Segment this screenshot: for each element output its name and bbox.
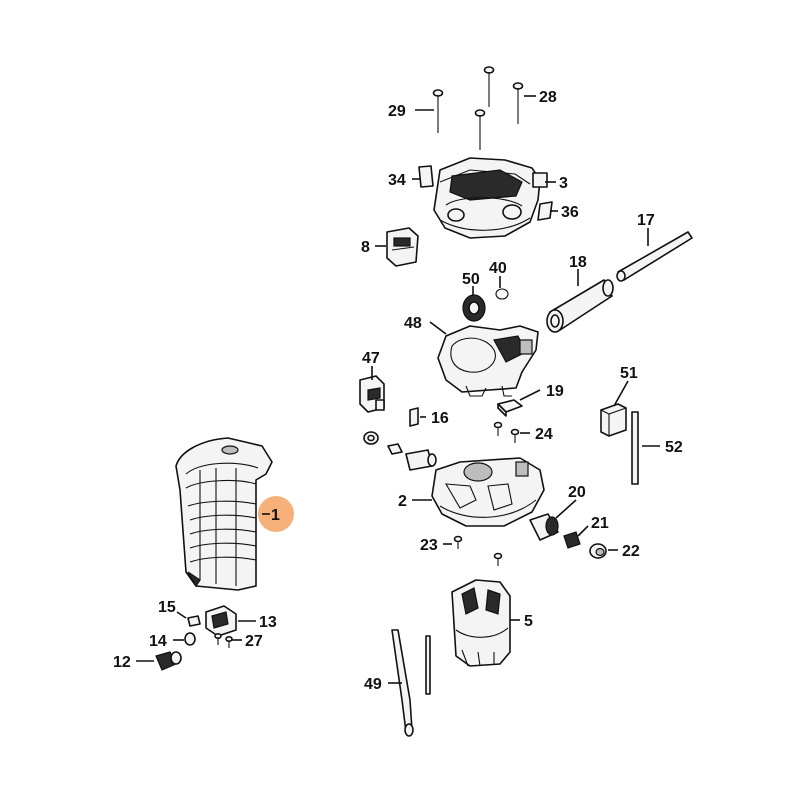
- callout-label: 3: [559, 175, 568, 192]
- callout-label: 15: [158, 599, 176, 616]
- callout-label: 29: [388, 103, 406, 120]
- callout-2[interactable]: 2: [398, 493, 407, 510]
- carbon-block-part-51: [600, 403, 627, 437]
- callout-label: 23: [420, 537, 438, 554]
- rod-part-52: [631, 411, 639, 485]
- callout-label: 8: [361, 239, 370, 256]
- top-cap-part-3: [433, 157, 548, 239]
- bracket-part-19: [497, 399, 523, 417]
- screw-part-23: [453, 535, 503, 566]
- callout-label: 24: [535, 426, 553, 443]
- callout-48[interactable]: 48: [404, 315, 422, 332]
- callout-15[interactable]: 15: [158, 599, 176, 616]
- callout-21[interactable]: 21: [591, 515, 609, 532]
- callout-12[interactable]: 12: [113, 654, 131, 671]
- callout-label: 50: [462, 271, 480, 288]
- leader-lines: [136, 95, 660, 684]
- callout-label: 20: [568, 484, 586, 501]
- callout-label: 21: [591, 515, 609, 532]
- callout-19[interactable]: 19: [546, 383, 564, 400]
- callout-52[interactable]: 52: [665, 439, 683, 456]
- callout-1[interactable]: 1: [271, 507, 280, 524]
- callout-label: 36: [561, 204, 579, 221]
- callout-34[interactable]: 34: [388, 172, 406, 189]
- callout-label: 52: [665, 439, 683, 456]
- switch-cover-part-8: [386, 227, 419, 267]
- callout-label: 13: [259, 614, 277, 631]
- callout-22[interactable]: 22: [622, 543, 640, 560]
- callout-16[interactable]: 16: [431, 410, 449, 427]
- highlight-marker: [258, 496, 294, 532]
- callout-5[interactable]: 5: [524, 613, 533, 630]
- callout-17[interactable]: 17: [637, 212, 655, 229]
- clamp-part-13: [205, 605, 237, 637]
- callout-label: 49: [364, 676, 382, 693]
- callout-label: 17: [637, 212, 655, 229]
- callout-label: 47: [362, 350, 380, 367]
- callout-28[interactable]: 28: [539, 89, 557, 106]
- bushing-part: [363, 431, 437, 471]
- callout-label: 34: [388, 172, 406, 189]
- callout-13[interactable]: 13: [259, 614, 277, 631]
- callout-50[interactable]: 50: [462, 271, 480, 288]
- callouts: 29 28 34 3 36 17 8 50 40 18 48: [113, 89, 683, 693]
- callout-51[interactable]: 51: [620, 365, 638, 382]
- callout-label: 51: [620, 365, 638, 382]
- callout-36[interactable]: 36: [561, 204, 579, 221]
- callout-label: 5: [524, 613, 533, 630]
- callout-label: 22: [622, 543, 640, 560]
- gearbox-housing-part-48: [437, 325, 539, 397]
- tube-part-17: [616, 231, 693, 282]
- callout-8[interactable]: 8: [361, 239, 370, 256]
- pin-part-14: [184, 632, 196, 646]
- label-part-34: [418, 165, 434, 188]
- callout-49[interactable]: 49: [364, 676, 382, 693]
- cord-part-49: [391, 629, 431, 737]
- label-part-36: [537, 201, 553, 221]
- screw-part-27: [214, 632, 233, 648]
- callout-29[interactable]: 29: [388, 103, 406, 120]
- callout-label: 12: [113, 654, 131, 671]
- callout-label: 19: [546, 383, 564, 400]
- callout-label: 40: [489, 260, 507, 277]
- callout-label: 2: [398, 493, 407, 510]
- stator-part-5: [451, 579, 511, 667]
- callout-label: 14: [149, 633, 167, 650]
- callout-label: 16: [431, 410, 449, 427]
- callout-40[interactable]: 40: [489, 260, 507, 277]
- callout-24[interactable]: 24: [535, 426, 553, 443]
- knob-part-12: [155, 651, 182, 671]
- o-ring-part-40: [495, 288, 509, 300]
- bearing-part-20: [529, 513, 559, 541]
- screw-part-28: [474, 66, 524, 150]
- callout-18[interactable]: 18: [569, 254, 587, 271]
- callout-label: 27: [245, 633, 263, 650]
- nut-part-21: [563, 531, 581, 549]
- screw-part-24: [493, 421, 520, 443]
- roller-part-18: [546, 279, 614, 333]
- terminal-block-part-47: [359, 375, 385, 413]
- gear-part-50: [462, 294, 486, 322]
- callout-label: 28: [539, 89, 557, 106]
- callout-20[interactable]: 20: [568, 484, 586, 501]
- motor-housing-part-2: [431, 457, 545, 527]
- pin-part-15: [187, 615, 201, 627]
- callout-14[interactable]: 14: [149, 633, 167, 650]
- callout-23[interactable]: 23: [420, 537, 438, 554]
- cap-part-22: [589, 543, 607, 559]
- clip-part-16: [409, 407, 419, 427]
- callout-47[interactable]: 47: [362, 350, 380, 367]
- screw-part-29: [432, 89, 444, 133]
- callout-label: 1: [271, 507, 280, 524]
- callout-label: 18: [569, 254, 587, 271]
- base-housing-part-1: [175, 437, 273, 591]
- callout-3[interactable]: 3: [559, 175, 568, 192]
- callout-27[interactable]: 27: [245, 633, 263, 650]
- callout-label: 48: [404, 315, 422, 332]
